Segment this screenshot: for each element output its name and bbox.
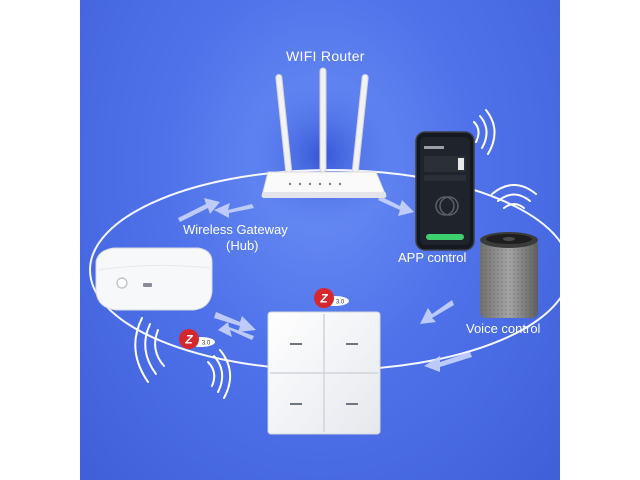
- zigbee-badge-letter: Z: [319, 292, 328, 306]
- smartphone-icon: [415, 131, 475, 251]
- arrow-router-to-gateway: [214, 203, 254, 218]
- gateway-label: Wireless Gateway: [183, 222, 288, 237]
- zigbee-hub-icon: [95, 247, 213, 311]
- app-control-label: APP control: [398, 250, 467, 265]
- zigbee-badge-icon: Z 3.0: [314, 288, 349, 308]
- zigbee-badge-letter: Z: [184, 333, 193, 347]
- four-gang-switch-icon: [267, 311, 381, 435]
- arrow-router-to-phone: [378, 196, 414, 216]
- hub-signal-waves: [134, 317, 231, 399]
- arrow-switch-to-hub: [218, 322, 254, 340]
- wifi-router-icon: [261, 67, 387, 198]
- signal-waves-icon: [134, 109, 537, 399]
- voice-control-label: Voice control: [466, 321, 541, 336]
- zigbee-badge-icon: Z 3.0: [179, 329, 215, 349]
- speaker-signal-waves: [491, 184, 537, 209]
- phone-signal-waves: [473, 109, 496, 155]
- zigbee-badge-version: 3.0: [202, 341, 211, 347]
- gateway-sublabel: (Hub): [226, 238, 259, 253]
- router-label: WIFI Router: [286, 48, 365, 64]
- arrow-gateway-to-router: [178, 198, 220, 222]
- arrow-switch-to-speaker: [424, 352, 472, 372]
- arrow-hub-to-switch: [214, 312, 256, 332]
- ring-arrows: [178, 196, 472, 372]
- arrow-speaker-to-switch: [420, 300, 454, 324]
- zigbee-badge-version: 3.0: [336, 300, 345, 306]
- smart-speaker-icon: [480, 232, 538, 318]
